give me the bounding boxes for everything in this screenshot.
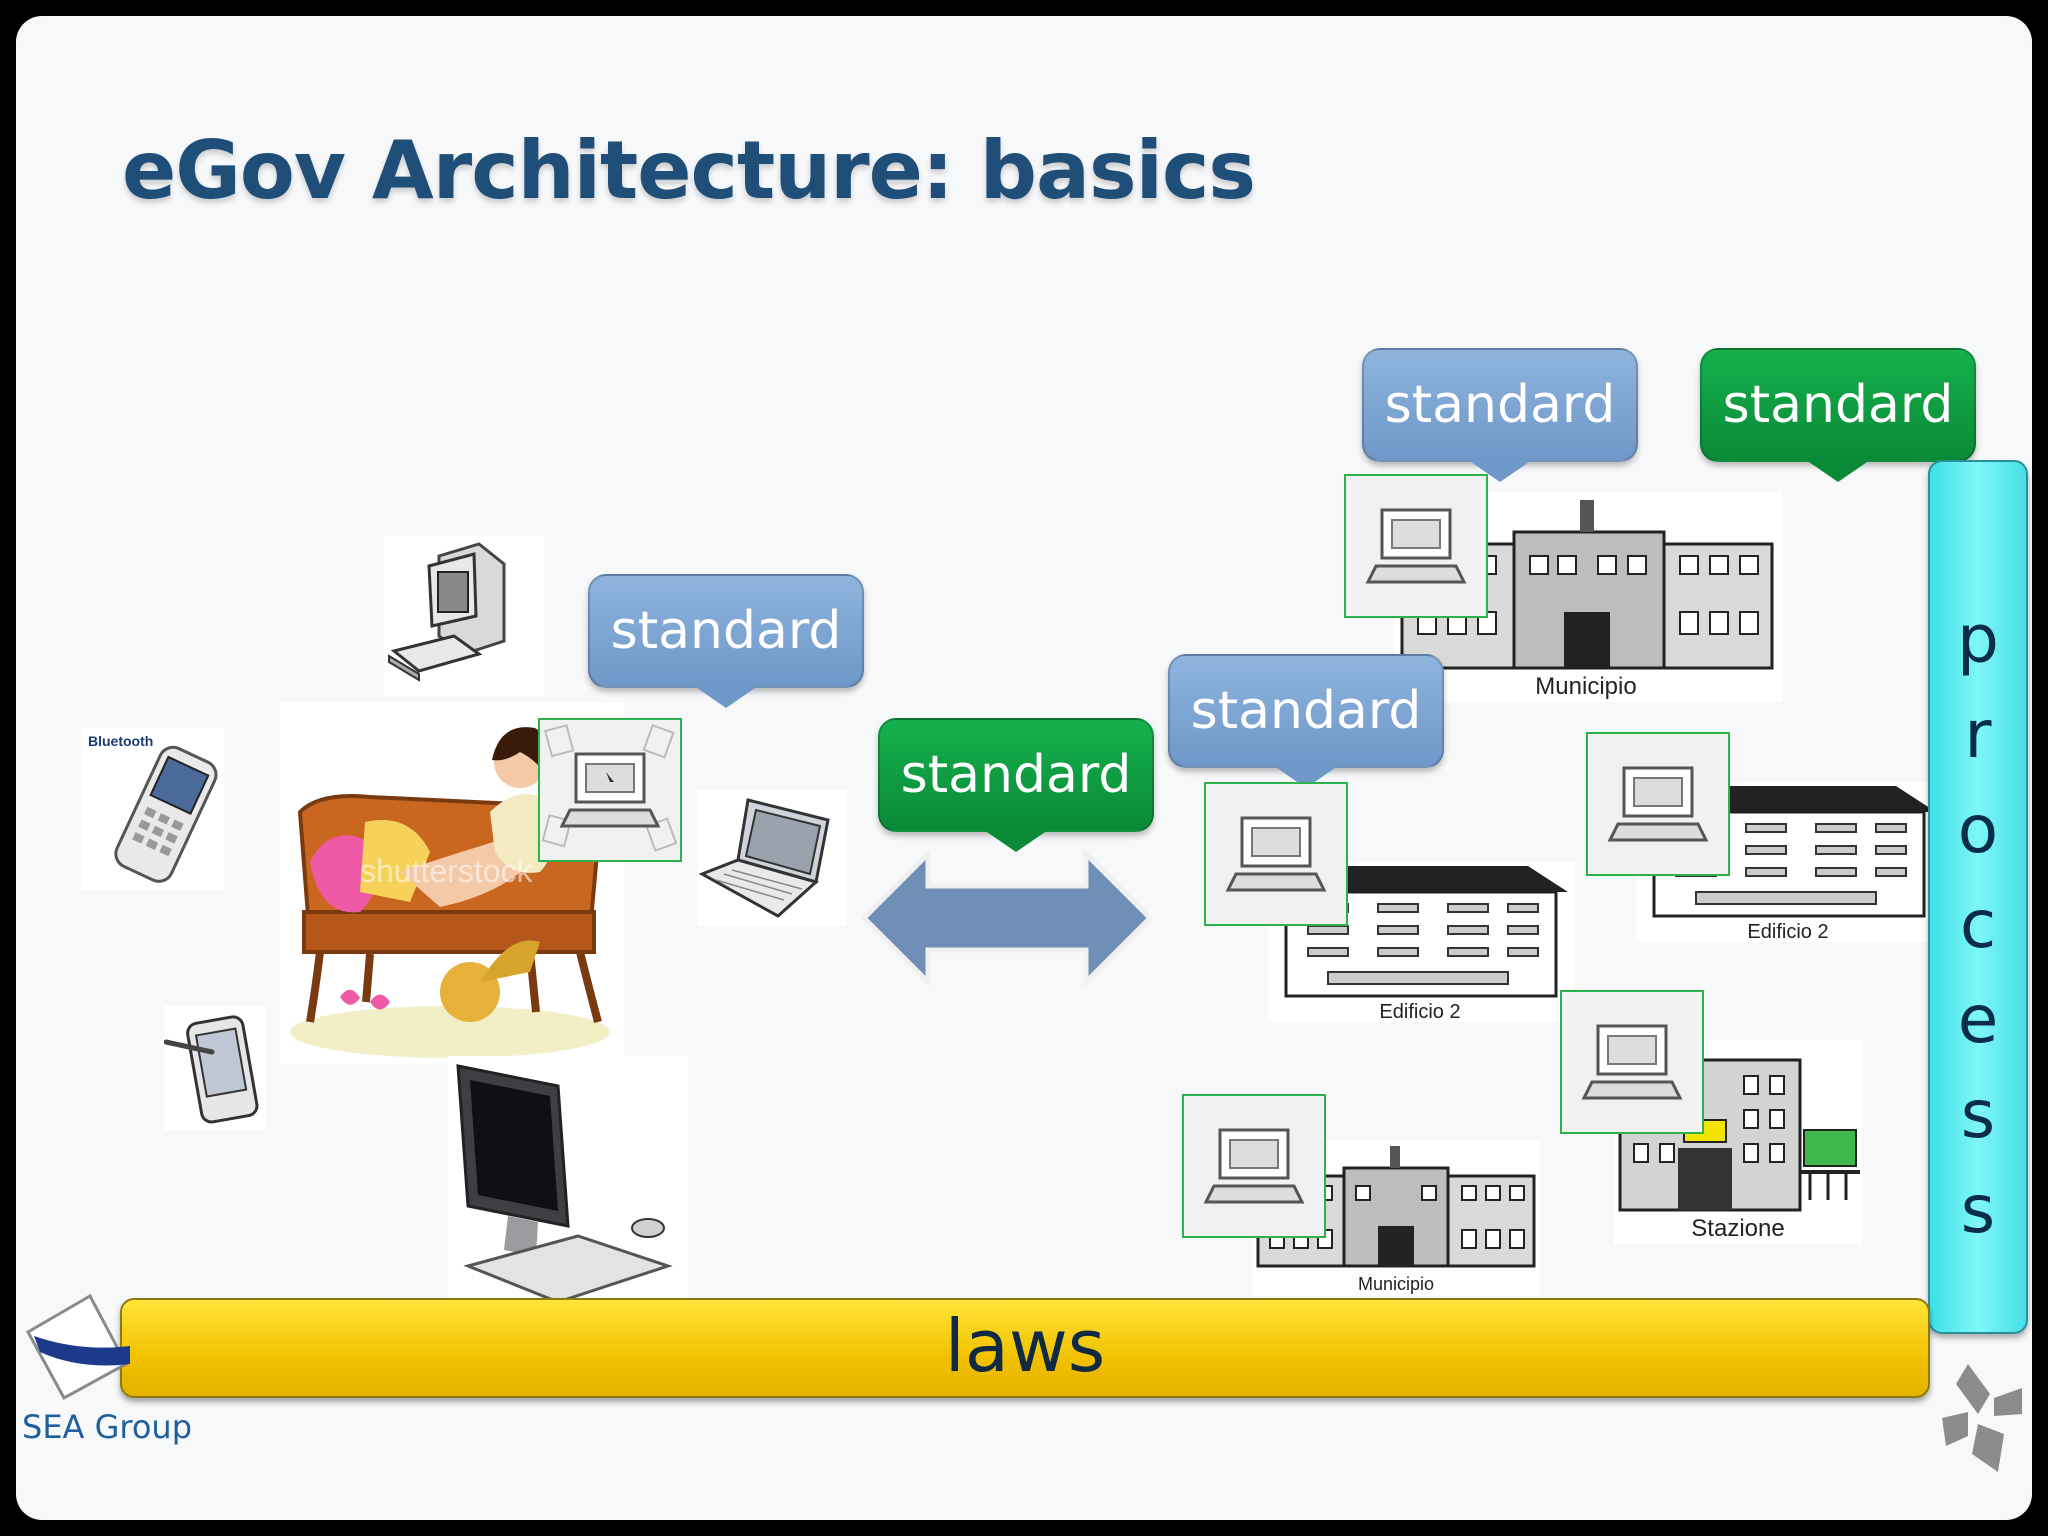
standard-callout-process: standard (1700, 348, 1976, 482)
laws-bar: laws (120, 1298, 1930, 1398)
monitor-computer-icon (448, 1056, 688, 1312)
slide-title: eGov Architecture: basics (122, 124, 1256, 217)
mobile-phone-icon: Bluetooth (82, 728, 224, 890)
standard-callout-exchange: standard (878, 718, 1154, 852)
corner-star-logo-icon (1942, 1364, 2022, 1472)
application-screen-icon (1182, 1094, 1326, 1238)
bluetooth-label: Bluetooth (88, 733, 153, 749)
application-screen-icon (1204, 782, 1348, 926)
laptop-icon (698, 790, 846, 926)
edificio-right-label: Edificio 2 (1747, 921, 1828, 942)
municipio-top-label: Municipio (1535, 673, 1636, 700)
bidirectional-arrow-icon (862, 850, 1152, 986)
stazione-building: Stazione (1614, 1040, 1862, 1244)
process-letter: r (1964, 696, 1992, 773)
stazione-label: Stazione (1691, 1215, 1784, 1242)
application-screen-icon (1344, 474, 1488, 618)
footer-brand: SEA Group (22, 1408, 193, 1446)
slide: eGov Architecture: basics Bluetooth (16, 16, 2032, 1520)
process-letter: s (1960, 1076, 1996, 1153)
process-letter: c (1959, 886, 1997, 963)
process-bar: p r o c e s s (1928, 460, 2028, 1334)
standard-callout-municipio: standard (1362, 348, 1638, 482)
desktop-computer-icon (384, 536, 544, 696)
municipio-bottom-label: Municipio (1358, 1274, 1434, 1294)
edificio-left-label: Edificio 2 (1379, 1001, 1460, 1022)
watermark-text: shutterstock (360, 853, 534, 889)
process-letter: e (1957, 981, 1999, 1058)
pda-icon (164, 1006, 266, 1130)
process-letter: s (1960, 1171, 1996, 1248)
standard-callout-citizen: standard (588, 574, 864, 708)
standard-callout-edificio: standard (1168, 654, 1444, 788)
process-letter: o (1957, 791, 1999, 868)
process-letter: p (1957, 601, 1999, 678)
sea-group-logo-icon (25, 1293, 130, 1401)
application-screen-icon (1560, 990, 1704, 1134)
application-screen-icon (1586, 732, 1730, 876)
application-screen-icon (538, 718, 682, 862)
